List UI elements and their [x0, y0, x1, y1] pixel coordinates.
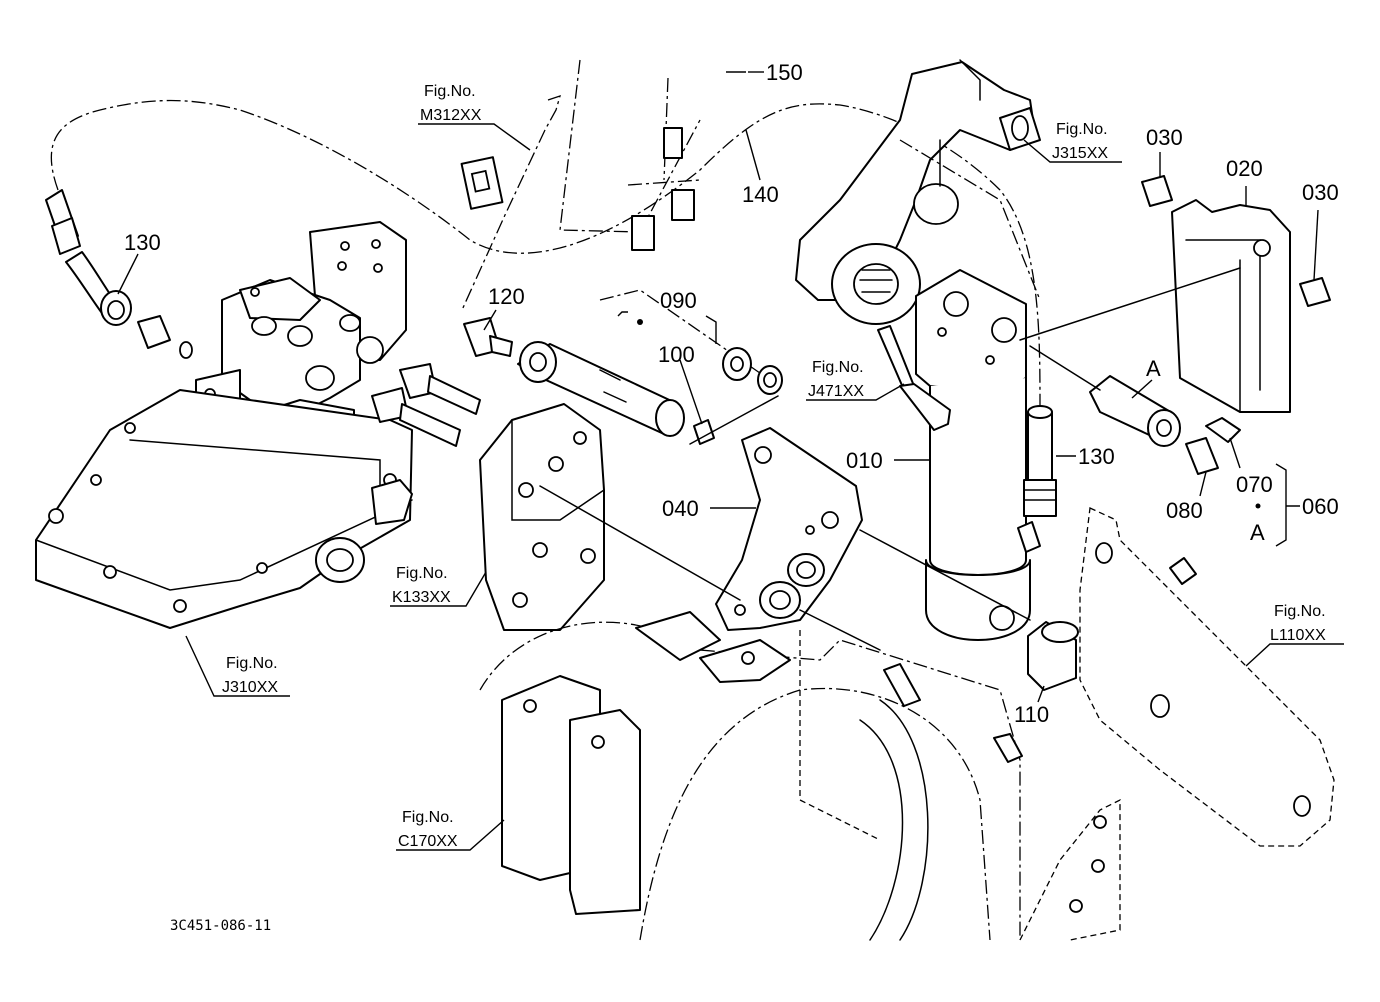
svg-text:Fig.No.: Fig.No. — [812, 359, 864, 376]
label-a-top: A — [1146, 356, 1161, 381]
part-labels: 150 140 130 120 090 100 030 020 030 A 01… — [117, 60, 1339, 727]
fig-ref-j471: Fig.No. J471XX — [806, 359, 905, 401]
left-fittings — [100, 290, 513, 447]
svg-text:J315XX: J315XX — [1052, 145, 1108, 162]
fig-ref-l110: Fig.No. L110XX — [1245, 603, 1344, 667]
label-010: 010 — [846, 448, 883, 473]
frame-outline — [460, 59, 771, 381]
label-130-right: 130 — [1078, 444, 1115, 469]
label-020: 020 — [1226, 156, 1263, 181]
svg-text:Fig.No.: Fig.No. — [424, 83, 476, 100]
svg-text:L110XX: L110XX — [1270, 627, 1326, 644]
label-040: 040 — [662, 496, 699, 521]
svg-text:J471XX: J471XX — [808, 383, 864, 400]
label-150: 150 — [766, 60, 803, 85]
svg-text:J310XX: J310XX — [222, 679, 278, 696]
svg-text:Fig.No.: Fig.No. — [396, 565, 448, 582]
cylinder-010 — [877, 269, 1041, 641]
bracket-020 — [1141, 175, 1331, 413]
label-a-bottom: A — [1250, 520, 1265, 545]
pin-assembly — [517, 319, 783, 445]
fig-ref-j310: Fig.No. J310XX — [185, 635, 290, 697]
fig-ref-c170: Fig.No. C170XX — [396, 809, 505, 851]
label-030-left: 030 — [1146, 125, 1183, 150]
fig-ref-k133: Fig.No. K133XX — [390, 565, 487, 607]
bushing-110 — [1027, 621, 1079, 691]
label-100: 100 — [658, 342, 695, 367]
figure-references: Fig.No. M312XX Fig.No. J315XX Fig.No. J4… — [185, 83, 1344, 851]
assembly-lines — [539, 139, 1241, 841]
label-140: 140 — [742, 182, 779, 207]
bracket-k133 — [479, 403, 605, 631]
label-090: 090 — [660, 288, 697, 313]
fig-ref-m312: Fig.No. M312XX — [418, 83, 531, 151]
lift-arm-j315 — [795, 59, 1041, 325]
drawing-code: 3C451-086-11 — [170, 918, 271, 934]
housing-cover — [35, 389, 413, 629]
label-070: 070 — [1236, 472, 1273, 497]
label-120: 120 — [488, 284, 525, 309]
svg-text:Fig.No.: Fig.No. — [226, 655, 278, 672]
svg-text:Fig.No.: Fig.No. — [1274, 603, 1326, 620]
label-060: 060 — [1302, 494, 1339, 519]
fig-ref-j315: Fig.No. J315XX — [1023, 121, 1122, 163]
svg-text:Fig.No.: Fig.No. — [1056, 121, 1108, 138]
label-110: 110 — [1014, 702, 1049, 727]
svg-text:M312XX: M312XX — [420, 107, 482, 124]
label-080: 080 — [1166, 498, 1203, 523]
label-030-right: 030 — [1302, 180, 1339, 205]
svg-text:K133XX: K133XX — [392, 589, 451, 606]
svg-text:C170XX: C170XX — [398, 833, 458, 850]
pin-a-assembly — [1089, 375, 1241, 475]
label-130-left: 130 — [124, 230, 161, 255]
svg-text:Fig.No.: Fig.No. — [402, 809, 454, 826]
plate-040 — [715, 427, 863, 631]
sensor-130 — [1023, 405, 1057, 517]
lower-link-l110 — [1079, 507, 1335, 847]
lower-housing-c170 — [479, 611, 1121, 941]
